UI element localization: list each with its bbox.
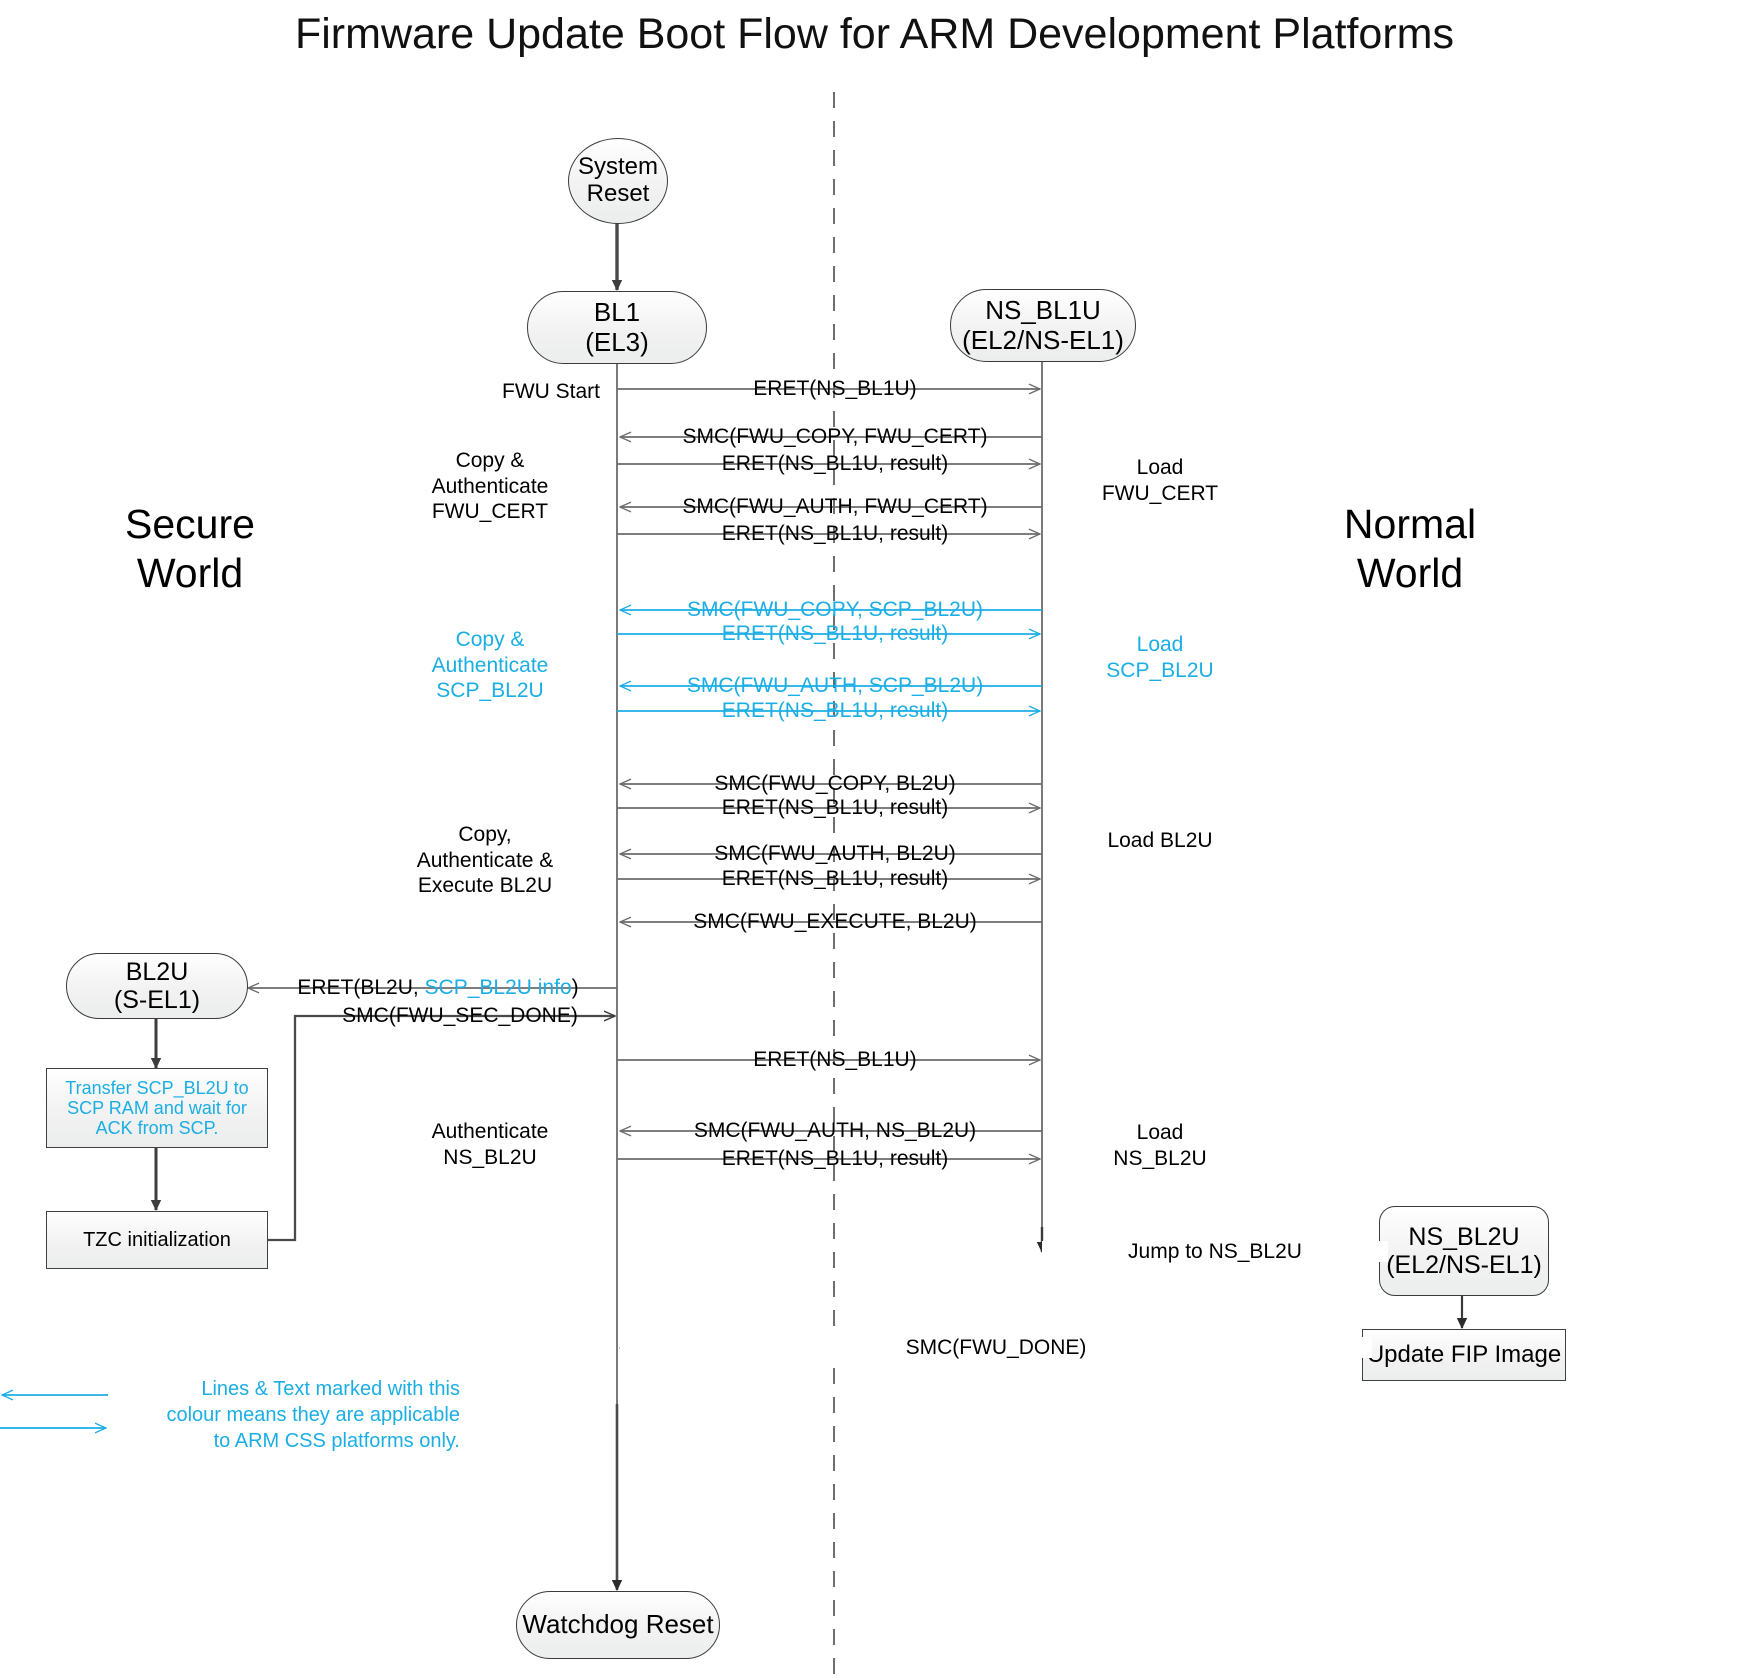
legend-line2: colour means they are applicable [166, 1404, 460, 1426]
node-bl1-line1: BL1 [593, 297, 641, 328]
node-system-reset-line2: Reset [586, 180, 650, 207]
message-label-m14: SMC(FWU_EXECUTE, BL2U) [693, 910, 977, 933]
annotation-copy-auth-exec-bl2u-line1: Copy, [458, 823, 512, 846]
message-label-eret-bl2u: ERET(BL2U, SCP_BL2U info) [248, 977, 628, 998]
annotation-load-fwu-cert-line1: Load [1136, 456, 1184, 479]
node-bl2u-line2: (S-EL1) [113, 986, 201, 1014]
message-label-smc-fwu-sec-done: SMC(FWU_SEC_DONE) [342, 1004, 578, 1027]
message-label-m5: ERET(NS_BL1U, result) [721, 522, 949, 545]
page-title: Firmware Update Boot Flow for ARM Develo… [294, 10, 1454, 58]
node-update-fip-image[interactable]: Update FIP Image [1362, 1329, 1566, 1381]
message-label-m12: SMC(FWU_AUTH, BL2U) [714, 842, 956, 865]
annotation-copy-auth-exec-bl2u: Copy, Authenticate & Execute BL2U [370, 822, 600, 899]
node-watchdog-label: Watchdog Reset [522, 1609, 714, 1640]
annotation-load-ns-bl2u-line2: NS_BL2U [1113, 1146, 1207, 1170]
annotation-copy-auth-fwu-cert-line1: Copy & [455, 449, 525, 472]
node-ns-bl2u[interactable]: NS_BL2U (EL2/NS-EL1) [1379, 1206, 1549, 1296]
message-label-m10: SMC(FWU_COPY, BL2U) [714, 772, 956, 795]
secure-world-label: Secure World [90, 500, 290, 598]
legend-text: Lines & Text marked with this colour mea… [140, 1376, 460, 1454]
node-bl2u[interactable]: BL2U (S-EL1) [66, 953, 248, 1019]
normal-world-line2: World [1356, 550, 1464, 597]
message-label-m9: ERET(NS_BL1U, result) [721, 699, 949, 722]
annotation-copy-auth-exec-bl2u-line3: Execute BL2U [417, 874, 553, 898]
message-label-m2: SMC(FWU_COPY, FWU_CERT) [682, 425, 988, 448]
secure-world-line1: Secure [125, 501, 255, 547]
message-label-m17: ERET(NS_BL1U) [753, 1048, 917, 1071]
annotation-fwu-start-line1: FWU Start [502, 380, 600, 403]
annotation-load-scp-bl2u: Load SCP_BL2U [1060, 632, 1260, 683]
annotation-load-scp-bl2u-line1: Load [1136, 633, 1184, 656]
node-ns-bl2u-line1: NS_BL2U [1408, 1223, 1520, 1251]
message-label-m13: ERET(NS_BL1U, result) [721, 867, 949, 890]
normal-world-label: Normal World [1310, 500, 1510, 598]
node-bl1[interactable]: BL1 (EL3) [527, 291, 707, 364]
node-ns-bl1u-line1: NS_BL1U [985, 295, 1101, 326]
annotation-load-fwu-cert-line2: FWU_CERT [1101, 481, 1219, 505]
annotation-load-bl2u-line1: Load BL2U [1107, 829, 1213, 852]
node-update-fip-label: Update FIP Image [1366, 1340, 1562, 1368]
node-ns-bl1u[interactable]: NS_BL1U (EL2/NS-EL1) [950, 289, 1136, 362]
node-ns-bl2u-line2: (EL2/NS-EL1) [1386, 1251, 1542, 1279]
message-label-m8: SMC(FWU_AUTH, SCP_BL2U) [686, 674, 984, 697]
node-system-reset[interactable]: System Reset [568, 138, 668, 224]
legend-line1: Lines & Text marked with this [201, 1378, 460, 1400]
message-label-m19: ERET(NS_BL1U, result) [721, 1147, 949, 1170]
legend-line3: to ARM CSS platforms only. [213, 1430, 460, 1452]
node-transfer-scp-line2: SCP RAM and wait for [67, 1097, 247, 1118]
annotation-copy-auth-exec-bl2u-line2: Authenticate & [416, 848, 554, 872]
annotation-fwu-start: FWU Start [400, 379, 600, 405]
node-transfer-scp-line3: ACK from SCP. [95, 1118, 219, 1139]
annotation-copy-auth-scp-bl2u-line1: Copy & [455, 628, 525, 651]
message-label-jump-to-ns-bl2u: Jump to NS_BL2U [1042, 1241, 1388, 1262]
annotation-load-ns-bl2u: Load NS_BL2U [1060, 1120, 1260, 1171]
node-ns-bl1u-line2: (EL2/NS-EL1) [962, 324, 1124, 355]
annotation-load-fwu-cert: Load FWU_CERT [1060, 455, 1260, 506]
node-watchdog-reset[interactable]: Watchdog Reset [516, 1591, 720, 1659]
annotation-copy-auth-fwu-cert: Copy & Authenticate FWU_CERT [380, 448, 600, 525]
node-system-reset-line1: System [577, 153, 658, 181]
eret-bl2u-prefix: ERET(BL2U, [297, 976, 425, 999]
annotation-authenticate-ns-bl2u-line2: NS_BL2U [443, 1145, 537, 1169]
node-transfer-scp-bl2u[interactable]: Transfer SCP_BL2U to SCP RAM and wait fo… [46, 1068, 268, 1148]
message-label-smc-fwu-done: SMC(FWU_DONE) [620, 1337, 1372, 1358]
node-tzc-initialization[interactable]: TZC initialization [46, 1211, 268, 1269]
annotation-copy-auth-fwu-cert-line2: Authenticate [431, 474, 549, 498]
annotation-load-bl2u: Load BL2U [1060, 828, 1260, 854]
message-label-m18: SMC(FWU_AUTH, NS_BL2U) [693, 1119, 977, 1142]
message-label-m7: ERET(NS_BL1U, result) [721, 622, 949, 645]
node-bl2u-line1: BL2U [125, 958, 189, 986]
node-tzc-label: TZC initialization [83, 1228, 231, 1251]
message-label-m4: SMC(FWU_AUTH, FWU_CERT) [682, 495, 988, 518]
secure-world-line2: World [136, 550, 244, 597]
eret-bl2u-cyan-part: SCP_BL2U info [424, 976, 572, 999]
message-label-m1: ERET(NS_BL1U) [753, 377, 917, 400]
annotation-copy-auth-scp-bl2u-line3: SCP_BL2U [436, 679, 544, 703]
message-label-m11: ERET(NS_BL1U, result) [721, 796, 949, 819]
eret-bl2u-suffix: ) [571, 976, 579, 999]
node-transfer-scp-line1: Transfer SCP_BL2U to [65, 1077, 249, 1098]
annotation-copy-auth-scp-bl2u-line2: Authenticate [431, 653, 549, 677]
message-label-m6: SMC(FWU_COPY, SCP_BL2U) [686, 598, 983, 621]
annotation-copy-auth-scp-bl2u: Copy & Authenticate SCP_BL2U [380, 627, 600, 704]
annotation-load-scp-bl2u-line2: SCP_BL2U [1106, 658, 1214, 682]
normal-world-line1: Normal [1343, 501, 1477, 547]
annotation-load-ns-bl2u-line1: Load [1136, 1121, 1184, 1144]
annotation-authenticate-ns-bl2u-line1: Authenticate [431, 1120, 549, 1143]
annotation-copy-auth-fwu-cert-line3: FWU_CERT [431, 500, 549, 524]
message-label-m3: ERET(NS_BL1U, result) [721, 452, 949, 475]
annotation-authenticate-ns-bl2u: Authenticate NS_BL2U [380, 1119, 600, 1170]
node-bl1-line2: (EL3) [585, 326, 649, 357]
